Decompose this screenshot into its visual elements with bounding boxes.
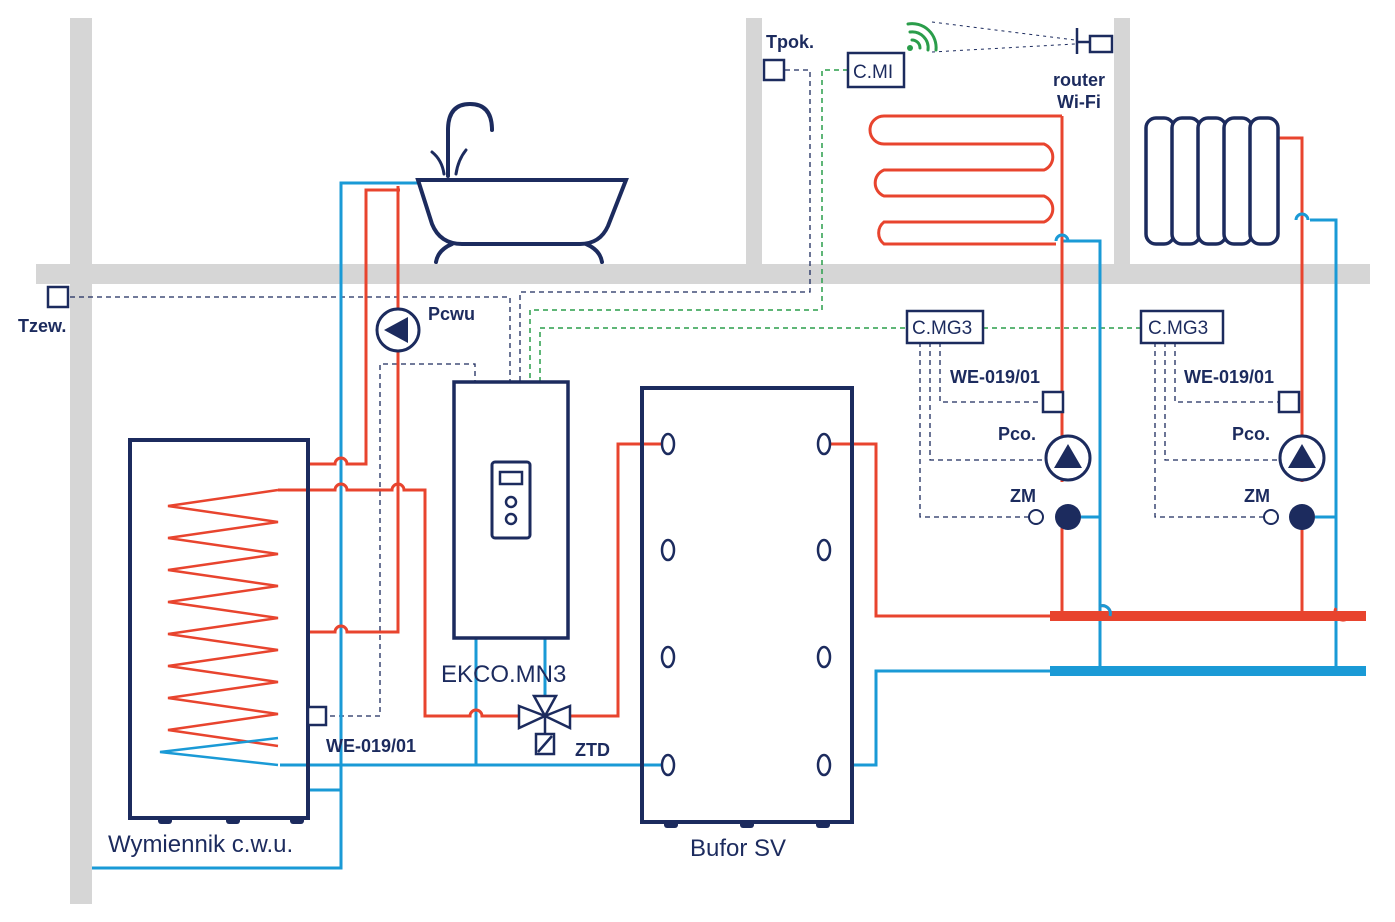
we-boiler-label: WE-019/01 [326, 736, 416, 756]
pco-a-label: Pco. [998, 424, 1036, 444]
wifi-signal-icon [906, 22, 938, 52]
building-walls [36, 18, 1370, 904]
tpok-label: Tpok. [766, 32, 814, 52]
controller-boxes [846, 51, 1225, 345]
cmg3-a-label: C.MG3 [912, 318, 972, 339]
pco-b-label: Pco. [1232, 424, 1270, 444]
wifi-dot [907, 45, 913, 51]
boiler-coil [167, 488, 279, 748]
cmi-label: C.MI [853, 62, 893, 83]
we-b-label: WE-019/01 [1184, 367, 1274, 387]
we-a-label: WE-019/01 [950, 367, 1040, 387]
pipe-crossovers [1054, 212, 1310, 617]
pump-icon [375, 307, 421, 353]
zm-b-label: ZM [1244, 486, 1270, 506]
router-label-line1: router [1053, 70, 1105, 90]
mixing-valve-icon [1263, 504, 1336, 530]
ekco-boiler [452, 380, 570, 640]
bufor-label: Bufor SV [690, 835, 786, 862]
cold-pipes [92, 181, 1338, 870]
dhw-tank [128, 438, 310, 824]
cold-manifold [1050, 666, 1366, 676]
boiler-coil-return [159, 736, 279, 767]
mixing-valve-icon [1028, 504, 1100, 530]
ekco-label: EKCO.MN3 [441, 661, 566, 688]
hot-manifold [1050, 611, 1366, 621]
router-icon [1075, 28, 1114, 54]
router-label-line2: Wi-Fi [1057, 92, 1101, 112]
pump-icon [1278, 434, 1326, 482]
pcwu-label: Pcwu [428, 304, 475, 324]
pump-icon [1044, 434, 1092, 482]
temperature-sensor-icon [46, 58, 1301, 727]
buffer-tank [640, 386, 854, 828]
ztd-label: ZTD [575, 740, 610, 760]
control-wiring [70, 21, 1280, 717]
zm-a-label: ZM [1010, 486, 1036, 506]
tzew-label: Tzew. [18, 316, 66, 336]
floor-heating-icon [860, 110, 861, 111]
wymiennik-label: Wymiennik c.w.u. [108, 831, 293, 858]
cmg-bus-wiring [529, 69, 1141, 382]
bathtub-icon [415, 101, 629, 264]
cmg3-b-label: C.MG3 [1148, 318, 1208, 339]
radiator-icon [1144, 116, 1280, 246]
three-way-valve-icon [517, 694, 572, 756]
